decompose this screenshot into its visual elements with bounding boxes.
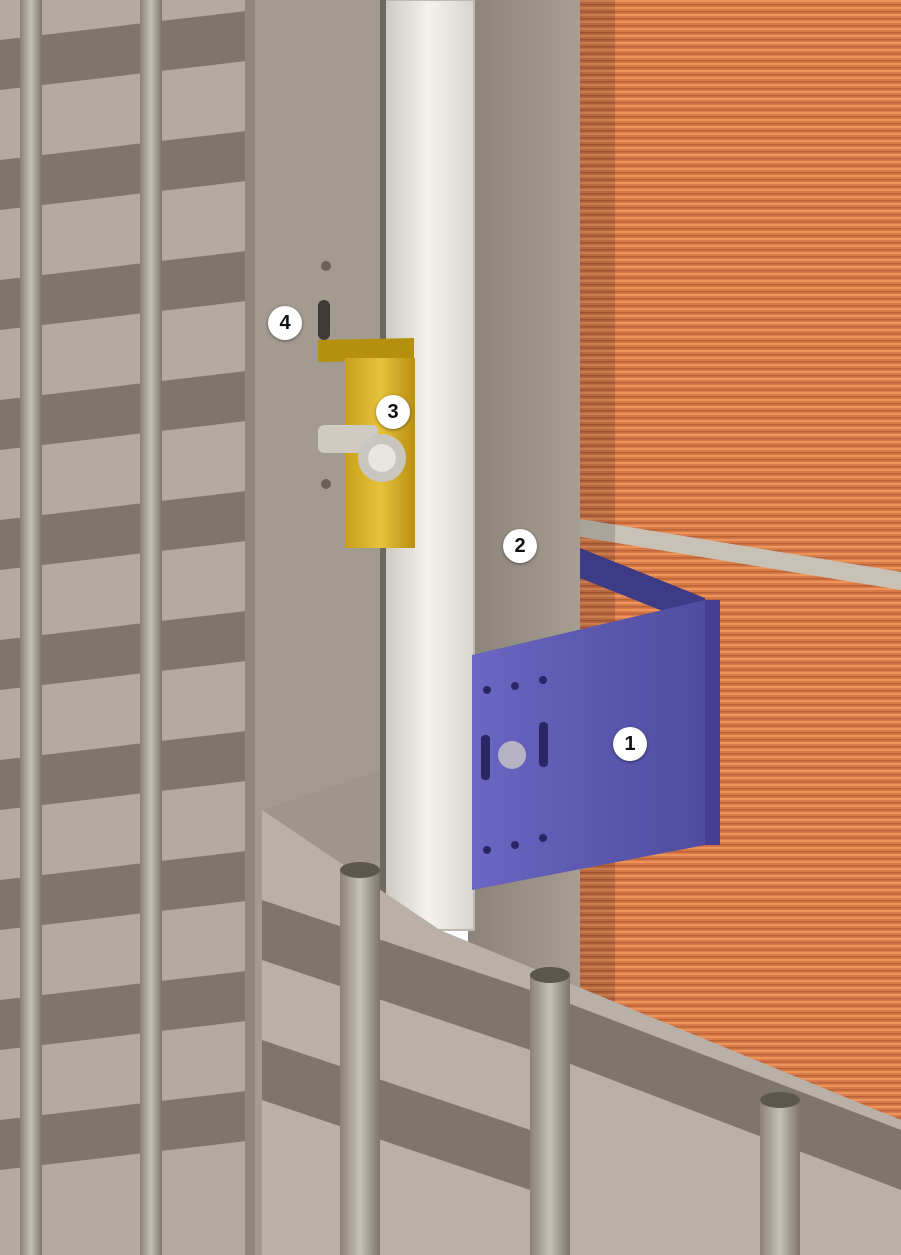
callout-3: 3 [376,395,410,429]
woven-panel-left [0,0,255,1255]
callout-1: 1 [613,727,647,761]
callout-4: 4 [268,306,302,340]
callout-2: 2 [503,529,537,563]
